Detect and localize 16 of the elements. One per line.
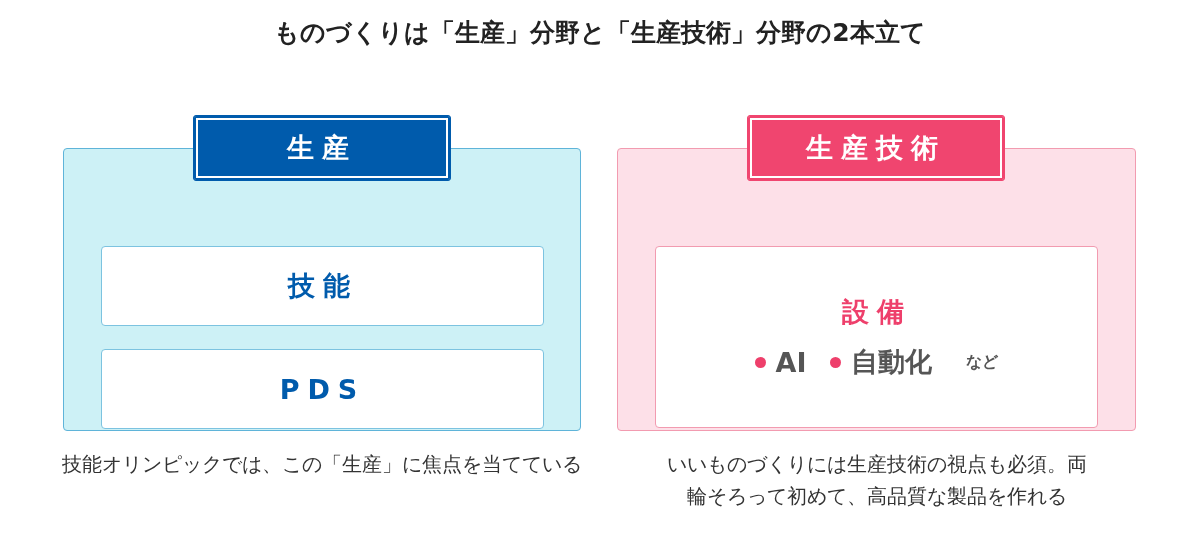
title: ものづくりは「生産」分野と「生産技術」分野の2本立て [273, 17, 927, 49]
heading-tab: 生産 [193, 115, 451, 181]
node-label: いいものづくりには生産技術の視点も必須。両輪そろって初めて、高品質な製品を作れる [665, 451, 1088, 510]
bullet-text: など [966, 351, 999, 373]
text-box [101, 246, 544, 326]
text-box [655, 246, 1098, 428]
bullet-text: AI [775, 346, 807, 378]
panel [617, 115, 1136, 431]
box-label: 技能 [287, 269, 358, 303]
node-label: 技能オリンピックでは、この「生産」に焦点を当てている [61, 451, 583, 478]
bullet-text: 自動化 [851, 345, 933, 379]
box-label: 設備 [841, 295, 912, 329]
panel [63, 115, 581, 431]
heading-tab: 生産技術 [747, 115, 1005, 181]
text-box [101, 349, 544, 429]
box-label: PDS [279, 373, 366, 405]
